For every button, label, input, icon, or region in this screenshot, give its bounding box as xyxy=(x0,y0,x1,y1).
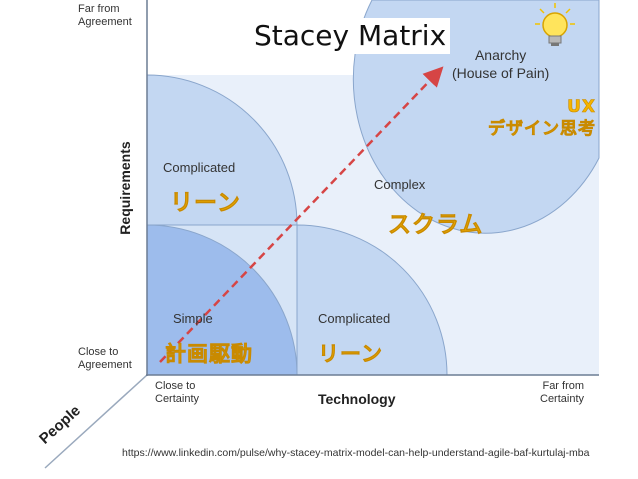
ux-design-thinking-annotation: UX デザイン思考 xyxy=(488,97,596,140)
lean-annotation-top: リーン xyxy=(170,190,241,217)
y-axis-bottom-label: Close to Agreement xyxy=(78,346,132,371)
y-axis-top-label: Far from Agreement xyxy=(78,3,132,28)
complicated-right-label: Complicated xyxy=(318,311,391,326)
slide-title: Stacey Matrix xyxy=(250,18,451,54)
simple-zone xyxy=(146,224,298,376)
complicated-right-zone xyxy=(296,224,448,376)
lean-annotation-bottom: リーン xyxy=(318,342,383,367)
simple-label: Simple xyxy=(173,311,213,326)
complex-label: Complex xyxy=(374,177,426,192)
progression-arrow xyxy=(159,66,444,363)
scrum-annotation: スクラム xyxy=(388,212,484,239)
people-axis-line xyxy=(44,374,148,469)
complicated-top-label: Complicated xyxy=(163,160,236,175)
plan-driven-annotation: 計画駆動 xyxy=(165,342,253,367)
x-axis-right-label: Far from Certainty xyxy=(540,380,585,405)
lightbulb-icon xyxy=(535,3,575,46)
anarchy-label: Anarchy (House of Pain) xyxy=(452,47,550,81)
anarchy-zone xyxy=(352,0,600,234)
complicated-top-zone xyxy=(146,74,298,226)
y-axis-title: Requirements xyxy=(117,141,133,235)
source-url[interactable]: https://www.linkedin.com/pulse/why-stace… xyxy=(122,447,590,459)
x-axis-left-label: Close to Certainty xyxy=(155,380,200,405)
x-axis-title: Technology xyxy=(318,391,396,407)
